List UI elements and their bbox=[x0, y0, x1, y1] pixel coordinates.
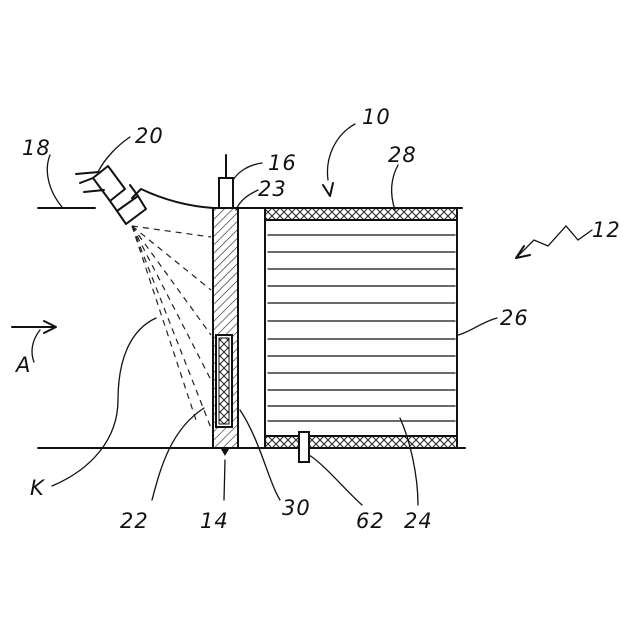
leader-28 bbox=[392, 165, 398, 210]
label-30: 30 bbox=[282, 496, 311, 520]
label-K: K bbox=[30, 476, 46, 500]
label-A: A bbox=[14, 353, 31, 377]
sensor-16 bbox=[219, 155, 233, 208]
leader-18 bbox=[47, 155, 62, 207]
leader-26 bbox=[458, 318, 497, 335]
spray-cone bbox=[132, 226, 211, 428]
label-62: 62 bbox=[356, 509, 385, 533]
label-20: 20 bbox=[135, 124, 164, 148]
catalyst-substrate bbox=[265, 208, 457, 448]
arrow-10 bbox=[323, 124, 355, 196]
label-26: 26 bbox=[500, 306, 529, 330]
leader-30 bbox=[240, 410, 280, 500]
leader-62 bbox=[309, 455, 362, 505]
label-22: 22 bbox=[120, 509, 149, 533]
heating-element-fill bbox=[219, 338, 229, 424]
label-28: 28 bbox=[388, 143, 417, 167]
arrow-12 bbox=[516, 226, 592, 258]
leader-14 bbox=[224, 460, 225, 500]
label-16: 16 bbox=[268, 151, 297, 175]
leader-K bbox=[52, 318, 156, 486]
label-18: 18 bbox=[22, 136, 51, 160]
label-14: 14 bbox=[200, 509, 229, 533]
label-24: 24 bbox=[404, 509, 433, 533]
label-23: 23 bbox=[258, 177, 287, 201]
leader-20 bbox=[98, 137, 130, 172]
connector-14 bbox=[221, 449, 229, 456]
leader-22 bbox=[152, 408, 204, 500]
label-10: 10 bbox=[362, 105, 391, 129]
leader-24 bbox=[400, 418, 418, 505]
label-12: 12 bbox=[592, 218, 621, 242]
sensor-62 bbox=[299, 432, 309, 462]
